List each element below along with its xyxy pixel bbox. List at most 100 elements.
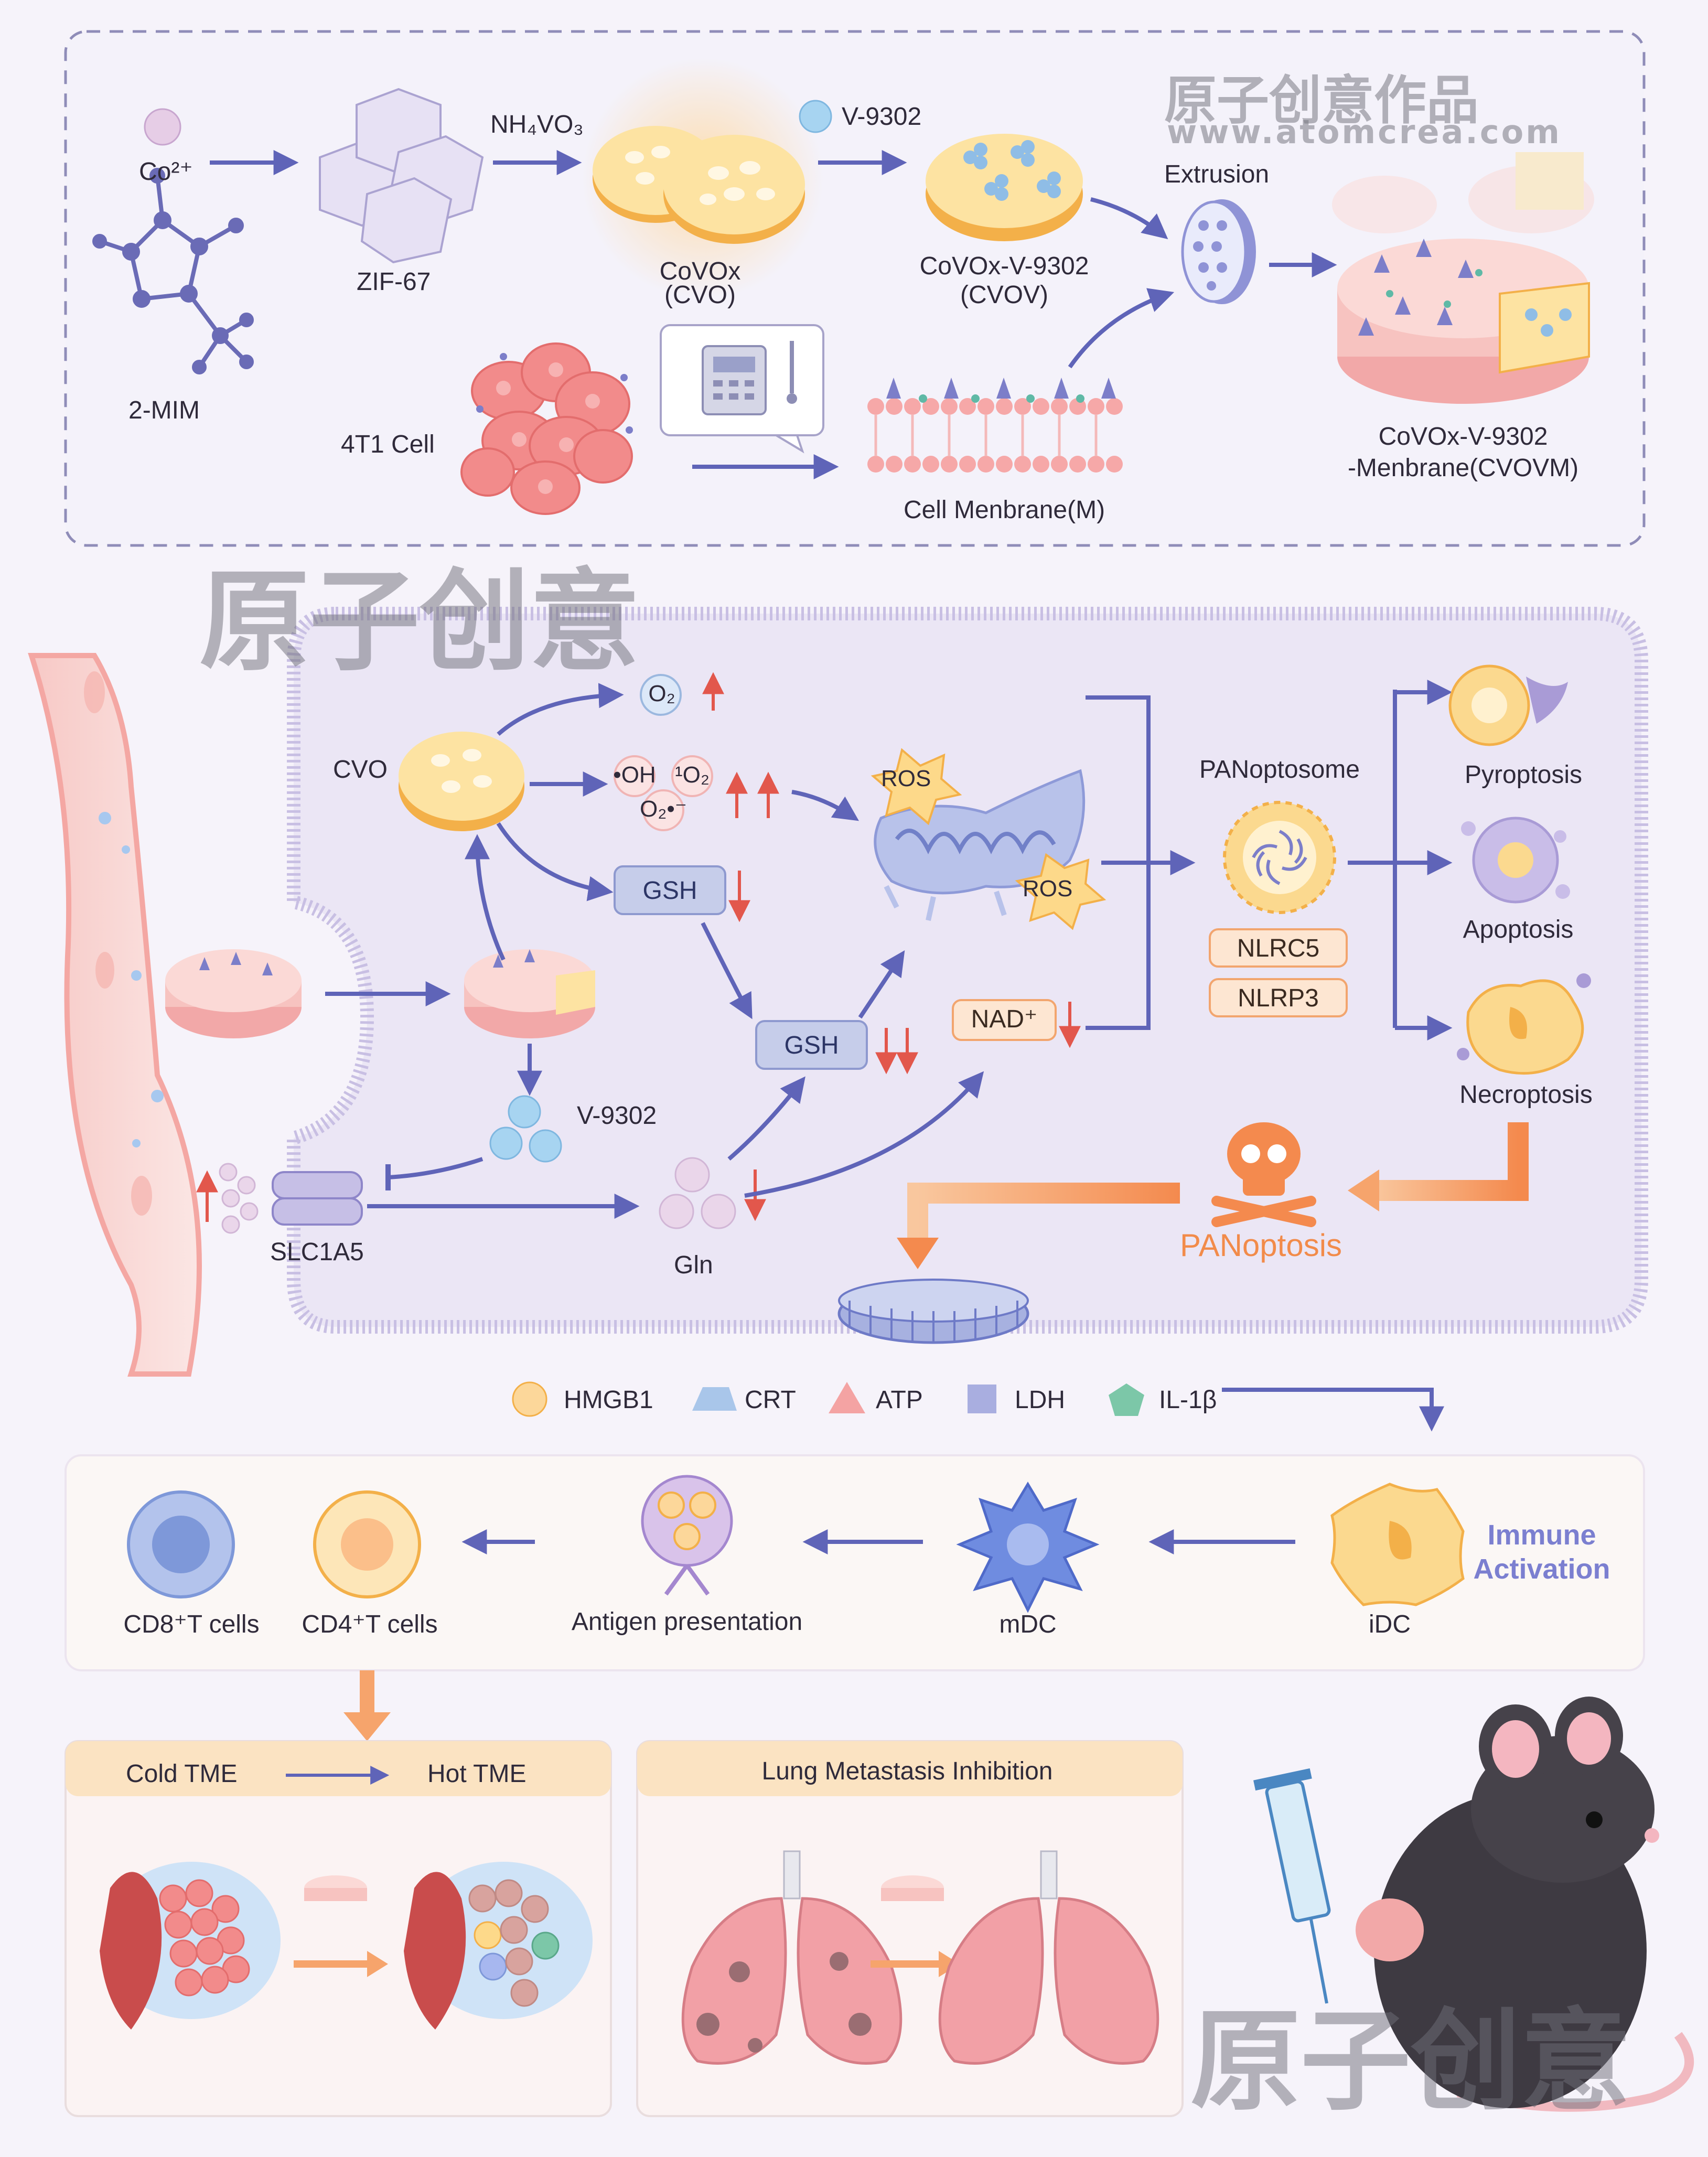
nad-bracket xyxy=(1086,695,1151,1030)
cvovm-treatment-1 xyxy=(304,1875,367,1901)
cvo-cell-label: CVO xyxy=(333,756,388,784)
skull-icon xyxy=(1211,1122,1316,1227)
inhibit-slc1a5 xyxy=(388,1157,484,1179)
cvovm-treatment-2 xyxy=(881,1875,944,1901)
lung-healthy-illustration xyxy=(938,1850,1159,2065)
nlrp3-box: NLRP3 xyxy=(1209,978,1348,1017)
cvov-disc xyxy=(926,134,1083,241)
v9302-sphere xyxy=(799,100,832,133)
antigen-cluster xyxy=(641,1475,733,1596)
arrow-membrane-to-extrusion xyxy=(1068,288,1175,369)
cd4-label: CD4⁺T cells xyxy=(302,1611,438,1638)
orange-arrowhead-2 xyxy=(897,1238,939,1269)
cvovm-particle xyxy=(1332,152,1594,404)
arrow-gsh2-to-mito xyxy=(858,950,905,1019)
cvo-label: (CVO) xyxy=(664,281,736,309)
arrow-ros-to-mito xyxy=(791,790,859,821)
watermark-bottom-cn: 原子创意 xyxy=(1190,1997,1631,2126)
legend-crt-swatch xyxy=(692,1387,737,1411)
gsh-box-2: GSH xyxy=(755,1020,868,1070)
lung-header-bar xyxy=(637,1741,1183,1796)
membrane-label: Cell Menbrane(M) xyxy=(903,496,1105,524)
co2-sphere xyxy=(144,108,181,146)
legend-hmgb1-label: HMGB1 xyxy=(564,1386,653,1414)
arrow-cvo-to-o2 xyxy=(497,683,624,736)
watermark-left-cn: 原子创意 xyxy=(199,557,640,686)
mouse-illustration xyxy=(1356,1697,1694,2112)
legend-il1b-swatch xyxy=(1109,1383,1144,1416)
pyroptosis-cell xyxy=(1448,664,1568,746)
co2-label: Co²⁺ xyxy=(139,158,193,186)
tme-header-bar xyxy=(66,1741,611,1796)
tumor-cells-4t1 xyxy=(460,342,633,515)
arrow-cvo-to-gsh xyxy=(496,822,614,902)
mdc-label: mDC xyxy=(999,1611,1057,1638)
cvovm-in-vessel xyxy=(165,949,302,1038)
ros-label-2: ROS xyxy=(1023,876,1073,902)
nad-box: NAD⁺ xyxy=(952,999,1057,1041)
v9302-spheres xyxy=(489,1095,562,1163)
oh-label: •OH xyxy=(613,762,656,788)
covox-label: CoVOx xyxy=(659,257,741,285)
slc1a5-label: SLC1A5 xyxy=(270,1238,364,1266)
mim-molecule xyxy=(92,168,254,374)
membrane-pore xyxy=(837,1279,1029,1344)
o2-bubble xyxy=(640,674,682,716)
immune-title-line2: Activation xyxy=(1473,1553,1610,1585)
cvov-abbr-label: (CVOV) xyxy=(960,281,1048,309)
mdc-cell xyxy=(956,1482,1100,1613)
apoptosis-cell xyxy=(1461,817,1570,904)
legend-il1b-label: IL-1β xyxy=(1159,1386,1217,1414)
zif67-label: ZIF-67 xyxy=(357,268,431,296)
ros-star-2 xyxy=(1015,853,1107,930)
hot-tme-label: Hot TME xyxy=(427,1760,527,1788)
v9302-label-top: V-9302 xyxy=(842,103,922,131)
arrow-cvov-to-extrusion xyxy=(1090,197,1168,240)
extrusion-filter xyxy=(1181,199,1256,304)
gsh-box-1: GSH xyxy=(614,865,726,915)
gln-label: Gln xyxy=(674,1251,713,1279)
legend-atp-swatch xyxy=(829,1382,865,1413)
immune-title-line1: Immune xyxy=(1487,1519,1596,1551)
hot-tumor-illustration xyxy=(404,1862,593,2030)
orange-arrowhead-1 xyxy=(1348,1169,1379,1211)
cd8-label: CD8⁺T cells xyxy=(123,1611,260,1638)
orange-arrow-pan-to-pore xyxy=(907,1183,1180,1243)
gln-spheres xyxy=(659,1157,736,1229)
mim-label: 2-MIM xyxy=(128,396,200,424)
legend-crt-label: CRT xyxy=(745,1386,796,1414)
blood-vessel xyxy=(28,653,202,1377)
vessel-cells xyxy=(84,671,152,1216)
nlrc5-box: NLRC5 xyxy=(1209,928,1348,968)
ros-star-1 xyxy=(871,748,962,825)
orange-arrow-necro-to-pan xyxy=(1374,1122,1529,1201)
pyroptosis-label: Pyroptosis xyxy=(1464,761,1583,789)
idc-cell xyxy=(1330,1483,1465,1606)
arrow-release-cvo xyxy=(465,834,506,961)
lung-metastasis-illustration xyxy=(681,1850,903,2065)
ros-bubbles xyxy=(614,755,713,831)
apoptosis-label: Apoptosis xyxy=(1463,916,1574,943)
necroptosis-label: Necroptosis xyxy=(1459,1081,1593,1109)
cvovm-abbr-label: -Menbrane(CVOVM) xyxy=(1347,454,1579,482)
panoptosome-complex xyxy=(1223,801,1336,914)
orange-arrowhead-4 xyxy=(367,1951,388,1977)
gln-outside xyxy=(219,1163,259,1234)
orange-arrowhead-3 xyxy=(343,1712,391,1741)
panoptosis-label: PANoptosis xyxy=(1180,1228,1342,1263)
legend-shapes xyxy=(512,1381,1144,1417)
watermark-top-cn: 原子创意作品 xyxy=(1164,70,1479,131)
cd4-cell xyxy=(313,1490,421,1598)
singlet-o2-label: ¹O₂ xyxy=(675,762,710,788)
watermark-top-url: www.atomcrea.com xyxy=(1167,113,1562,151)
slc1a5-transporter xyxy=(272,1171,363,1226)
cell-4t1-label: 4T1 Cell xyxy=(341,431,435,458)
cd8-cell xyxy=(127,1490,235,1598)
membrane-bilayer xyxy=(867,378,1123,473)
damaged-mitochondria xyxy=(874,769,1086,921)
o2-label: O₂ xyxy=(648,681,675,706)
cvo-in-cell xyxy=(399,732,524,831)
idc-label: iDC xyxy=(1369,1611,1411,1638)
